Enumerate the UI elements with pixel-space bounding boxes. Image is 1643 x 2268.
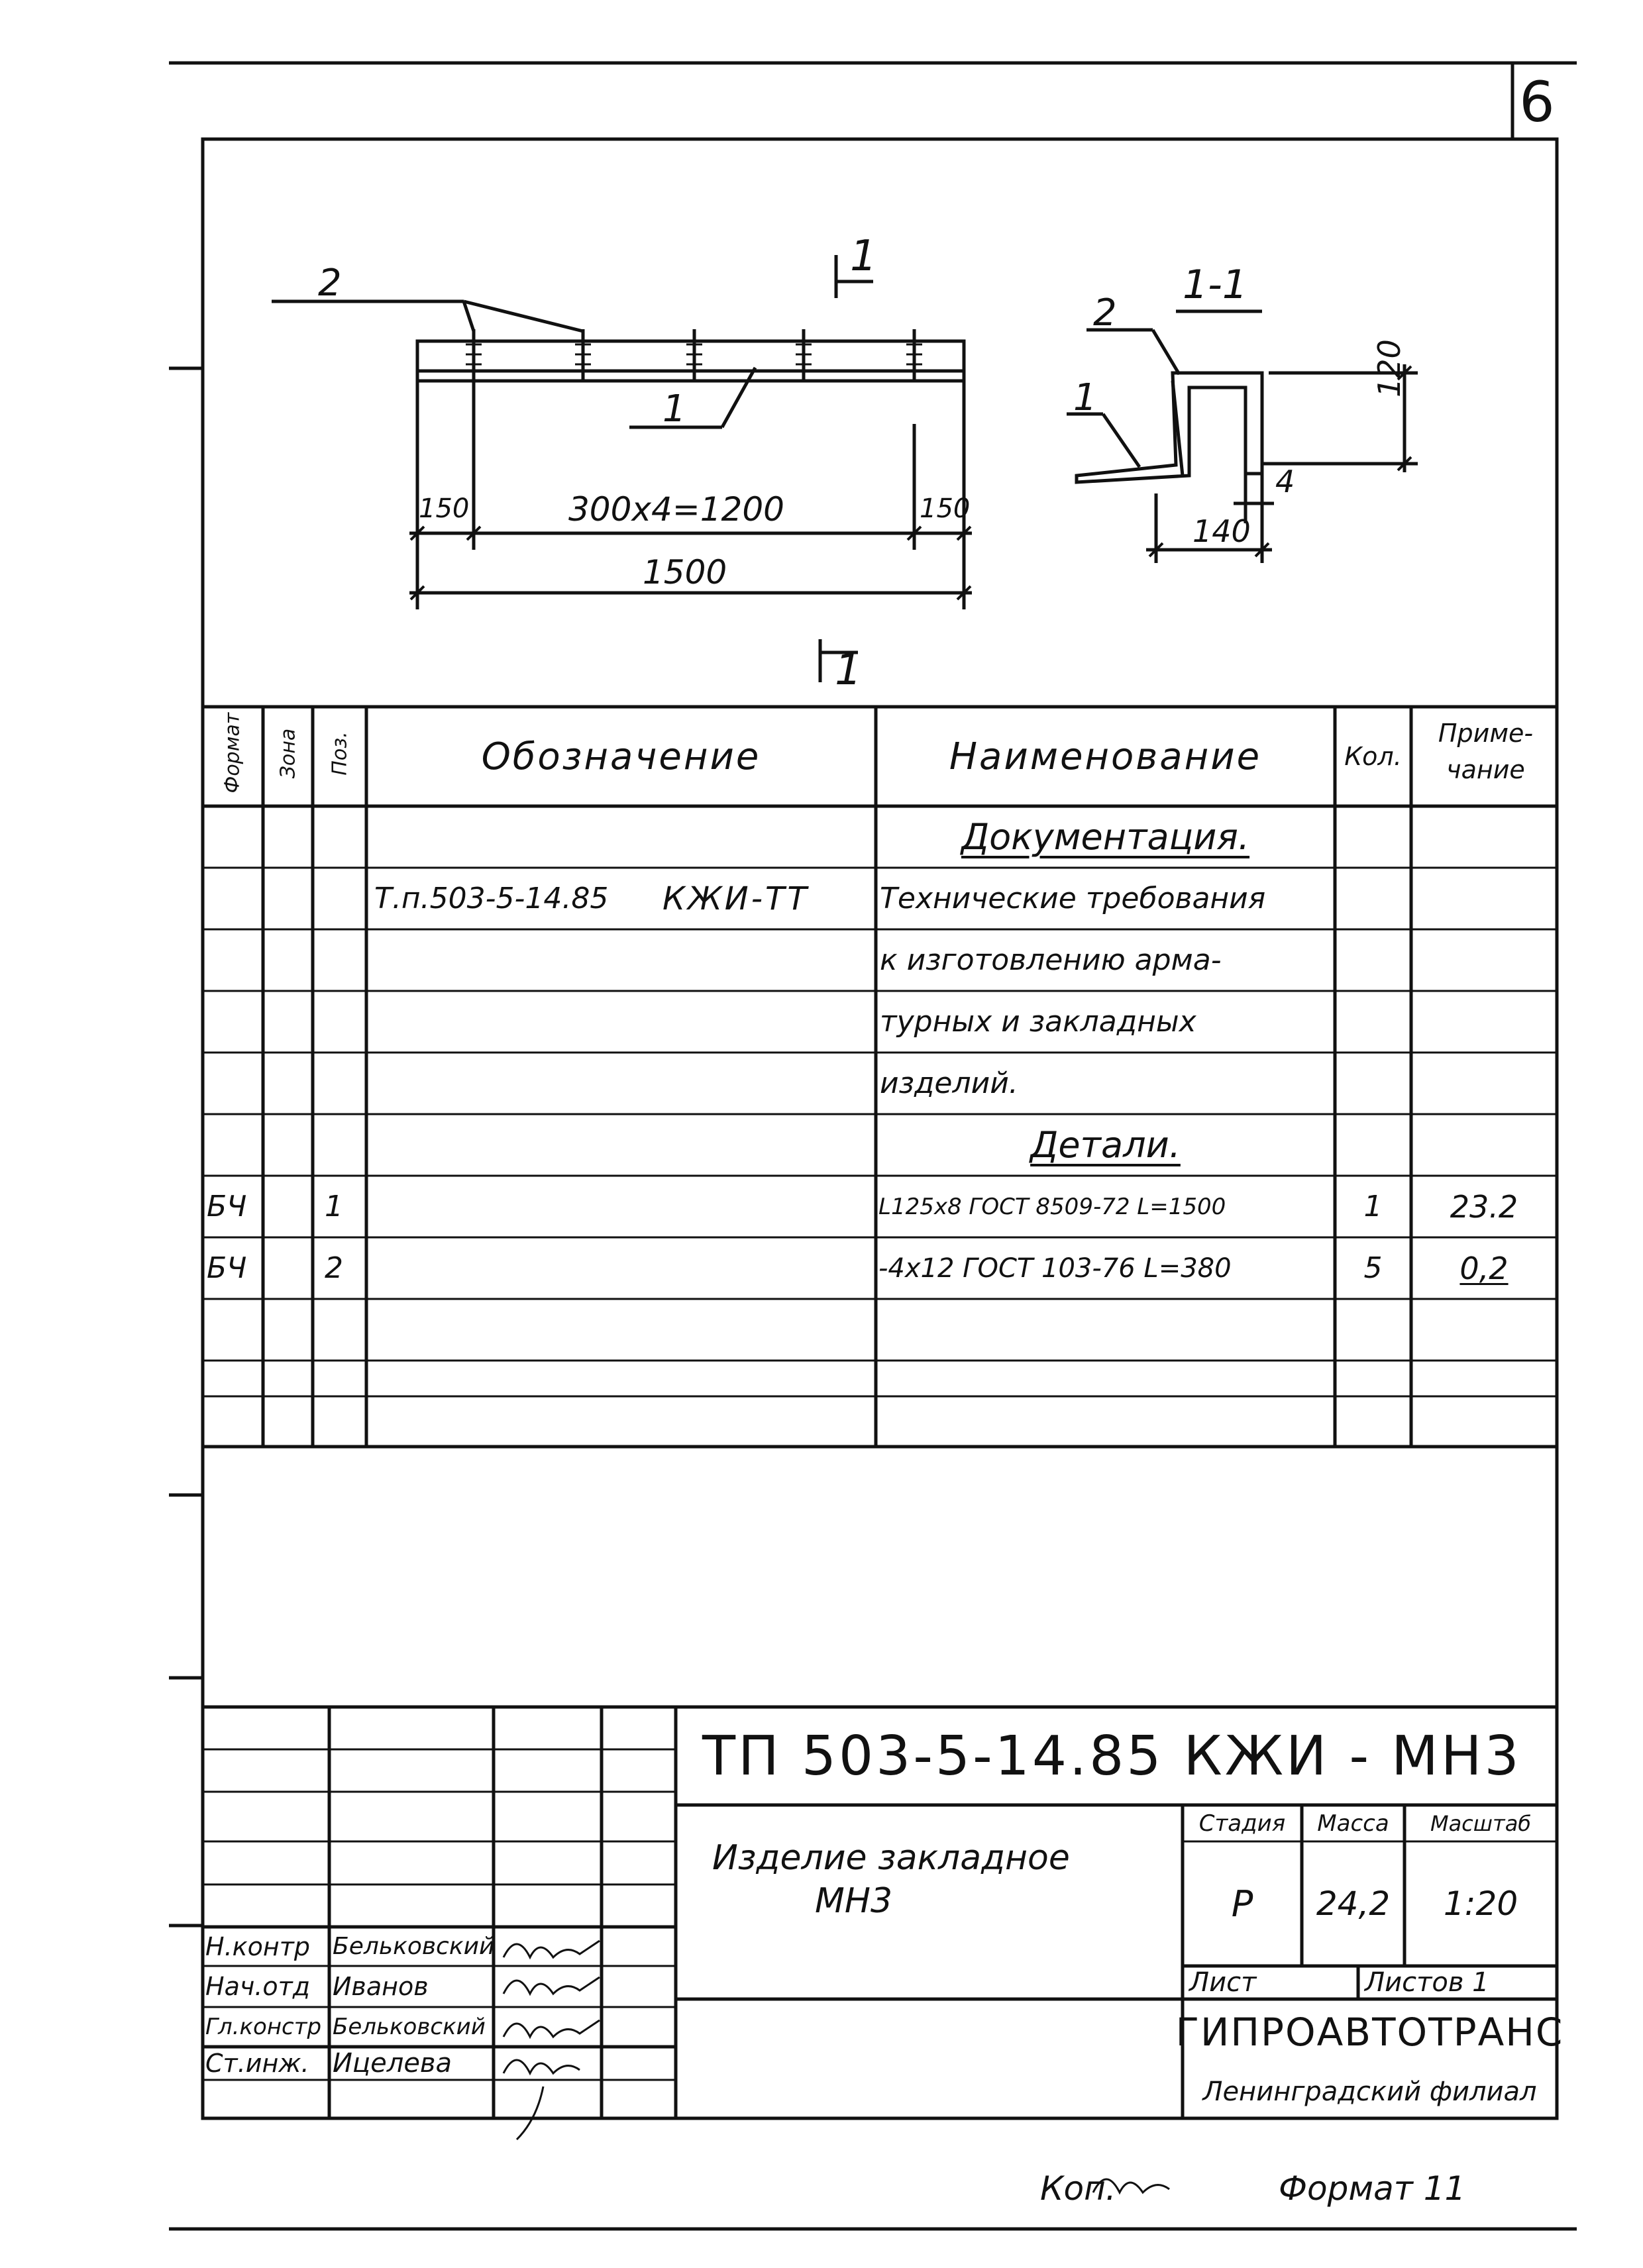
role-3: Гл.констр xyxy=(205,2014,322,2040)
label-scale: Масштаб xyxy=(1430,1810,1532,1836)
header-format: Формат xyxy=(221,712,244,794)
header-zone: Зона xyxy=(276,728,300,779)
role-2: Нач.отд xyxy=(205,1972,311,2001)
title-block-grid xyxy=(203,1705,1557,2118)
dim-spacing: 300х4=1200 xyxy=(568,490,784,529)
value-stage: Р xyxy=(1231,1882,1253,1925)
row-1-pos: 1 xyxy=(325,1190,343,1223)
section-mark-top: 1 xyxy=(850,232,877,281)
dim-thickness: 4 xyxy=(1275,464,1295,499)
section-documentation: Документация. xyxy=(961,816,1250,858)
angle-plan-view xyxy=(272,255,1262,682)
header-name: Наименование xyxy=(949,735,1262,778)
section-details: Детали. xyxy=(1030,1124,1181,1166)
doc-designation-right: КЖИ-ТТ xyxy=(662,880,810,917)
role-1: Н.контр xyxy=(205,1932,310,1961)
dim-right-offset: 150 xyxy=(920,493,971,524)
organization-branch: Ленинградский филиал xyxy=(1202,2077,1537,2107)
signature-scribbles xyxy=(502,1939,1170,2195)
doc-name-line-1: Технические требования xyxy=(880,882,1266,915)
document-code: ТП 503-5-14.85 КЖИ - МН3 xyxy=(702,1724,1522,1788)
pos-label-1: 1 xyxy=(662,387,686,431)
value-mass: 24,2 xyxy=(1316,1884,1391,1923)
header-designation: Обозначение xyxy=(481,735,761,778)
dim-width: 140 xyxy=(1192,513,1251,549)
footer-copy: Коп. xyxy=(1040,2169,1116,2208)
row-2-format: БЧ xyxy=(207,1251,247,1285)
dim-left-offset: 150 xyxy=(419,493,470,524)
header-note-line2: чание xyxy=(1446,755,1525,784)
dim-total: 1500 xyxy=(643,553,727,592)
label-sheet: Лист xyxy=(1189,1967,1257,1998)
label-mass: Масса xyxy=(1317,1810,1389,1837)
header-pos: Поз. xyxy=(328,731,352,776)
dim-height: 120 xyxy=(1371,339,1407,397)
organization-name: ГИПРОАВТОТРАНС xyxy=(1175,2010,1564,2055)
doc-name-line-3: турных и закладных xyxy=(880,1005,1196,1039)
person-2: Иванов xyxy=(333,1972,429,2001)
row-2-pos: 2 xyxy=(325,1251,343,1285)
person-3: Бельковский xyxy=(333,2014,486,2040)
header-qty: Кол. xyxy=(1344,742,1402,771)
value-scale: 1:20 xyxy=(1443,1884,1518,1923)
person-1: Бельковский xyxy=(333,1933,495,1960)
footer-format: Формат 11 xyxy=(1279,2169,1466,2208)
doc-designation-left: Т.п.503-5-14.85 xyxy=(374,882,609,915)
row-1-qty: 1 xyxy=(1363,1190,1383,1223)
row-1-note: 23.2 xyxy=(1450,1188,1518,1225)
pos-label-2: 2 xyxy=(318,262,342,305)
label-stage: Стадия xyxy=(1198,1810,1286,1837)
label-sheets: Листов 1 xyxy=(1365,1967,1489,1998)
angle-section-view xyxy=(1067,328,1418,563)
item-title-line1: Изделие закладное xyxy=(712,1838,1070,1878)
role-4: Ст.инж. xyxy=(205,2049,309,2078)
section-mark-bottom: 1 xyxy=(835,646,862,695)
doc-name-line-4: изделий. xyxy=(880,1066,1018,1100)
section-pos-label-1: 1 xyxy=(1073,376,1097,419)
sheet-number: 6 xyxy=(1519,70,1555,134)
person-4: Ицелева xyxy=(333,2048,452,2079)
doc-name-line-2: к изготовлению арма- xyxy=(880,943,1222,977)
row-2-qty: 5 xyxy=(1363,1251,1383,1285)
spec-table-grid xyxy=(203,705,1557,1449)
header-note-line1: Приме- xyxy=(1438,719,1534,748)
row-1-format: БЧ xyxy=(207,1190,247,1223)
row-1-name: L125х8 ГОСТ 8509-72 L=1500 xyxy=(878,1193,1226,1220)
row-2-note: 0,2 xyxy=(1459,1250,1509,1286)
section-pos-label-2: 2 xyxy=(1093,291,1117,335)
row-2-name: -4х12 ГОСТ 103-76 L=380 xyxy=(878,1253,1232,1284)
item-title-line2: МН3 xyxy=(815,1881,893,1921)
section-title: 1-1 xyxy=(1183,262,1247,308)
